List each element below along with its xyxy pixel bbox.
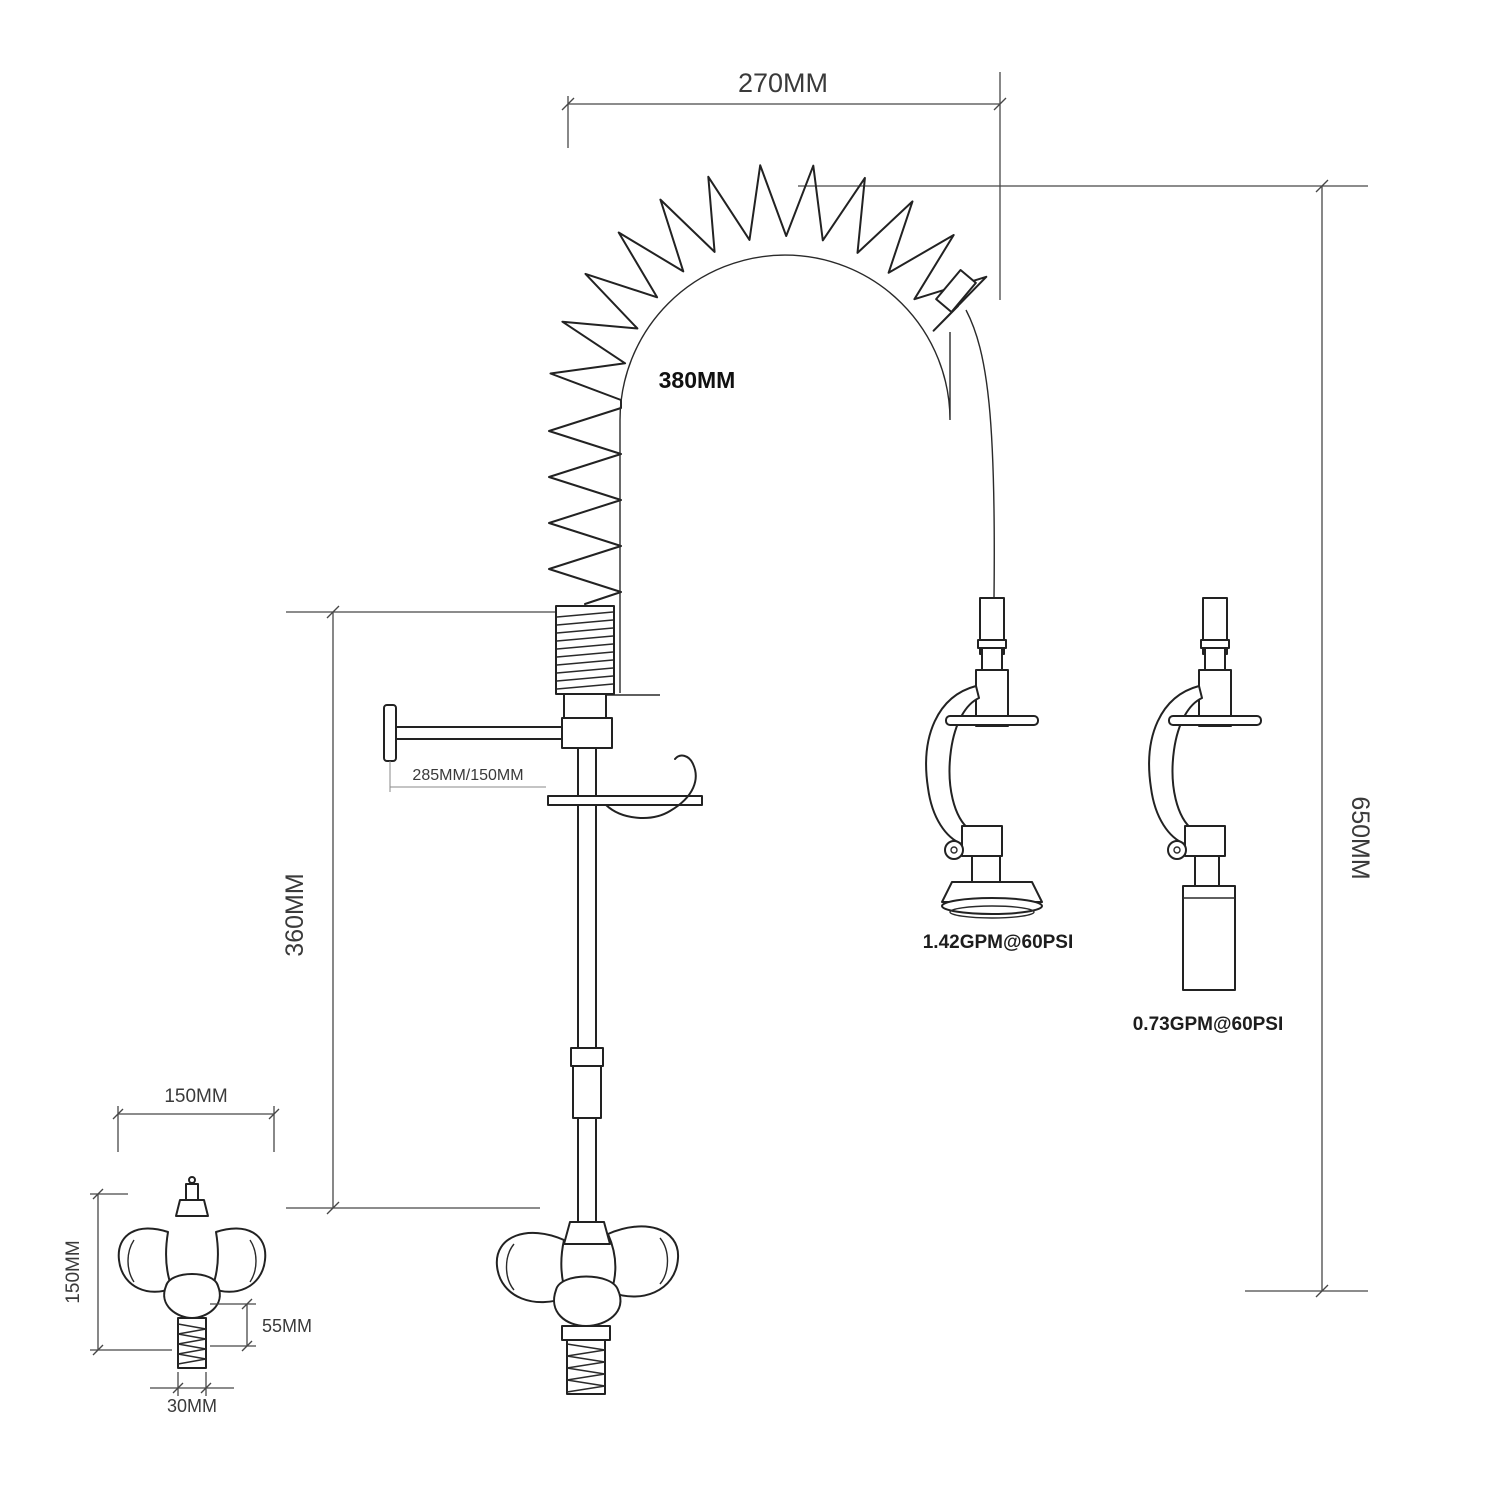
dim-55mm-label: 55MM [262, 1316, 312, 1336]
inner-hose-curve [619, 254, 951, 693]
base-dome [553, 1275, 622, 1327]
hose-end-fitting [935, 269, 977, 313]
detail-neck [175, 1199, 209, 1217]
dim-650mm: 650MM [798, 179, 1374, 1298]
detail-right-handle [211, 1227, 267, 1293]
base-neck [563, 1221, 611, 1245]
hook-curve [605, 754, 697, 819]
dim-150mm-width-label: 150MM [164, 1086, 227, 1107]
dim-270mm: 270MM [561, 68, 1007, 300]
spray-head-flow-label: 1.42GPM@60PSI [923, 932, 1074, 953]
nozzle-flow-label: 0.73GPM@60PSI [1133, 1014, 1284, 1035]
dim-30mm: 30MM [150, 1372, 234, 1416]
dim-150mm-height: 150MM [63, 1188, 172, 1356]
spray-head-hook [547, 754, 703, 819]
squeeze-lever [1148, 685, 1203, 845]
dim-55mm: 55MM [210, 1298, 312, 1352]
wall-bracket-arm: 285MM/150MM [383, 704, 613, 792]
spray-face-cone [941, 881, 1043, 903]
riser-union-body [572, 1065, 602, 1119]
cross-fitting [561, 717, 613, 749]
base-hex-nut [561, 1325, 611, 1341]
spring-hose: 380MM [548, 164, 995, 696]
nozzle-valve-detail: 0.73GPM@60PSI [1133, 597, 1284, 1035]
right-handle [607, 1225, 680, 1298]
nozzle-cylinder [1182, 885, 1236, 991]
detail-spout-tip [185, 1183, 199, 1201]
detail-left-handle [117, 1227, 173, 1293]
faucet-base [495, 1221, 680, 1395]
riser-pipe [570, 747, 604, 1223]
dim-150mm-height-label: 150MM [63, 1240, 84, 1303]
guard-ring [945, 715, 1039, 726]
elbow [1184, 825, 1226, 857]
dim-360mm-label: 360MM [281, 873, 309, 956]
wall-flange [383, 704, 397, 762]
dim-30mm-label: 30MM [167, 1396, 217, 1416]
dim-bracket-label: 285MM/150MM [412, 767, 523, 784]
spray-head-detail: 1.42GPM@60PSI [923, 597, 1074, 953]
hose-to-spray-head [965, 309, 995, 599]
guard-ring [1168, 715, 1262, 726]
coil-lower-fitting [563, 693, 607, 719]
dim-380mm-label: 380MM [659, 367, 736, 393]
spring-base-coil [555, 605, 615, 719]
dim-360mm: 360MM [281, 605, 556, 1215]
dim-650mm-label: 650MM [1346, 796, 1374, 879]
detail-view: 150MM 150MM 55MM 30MM [63, 1086, 312, 1416]
squeeze-lever [925, 685, 980, 845]
riser-union-nut [570, 1047, 604, 1067]
left-handle [495, 1231, 568, 1304]
dim-270mm-label: 270MM [738, 68, 828, 98]
detail-dome [163, 1273, 221, 1319]
elbow [961, 825, 1003, 857]
hook-bar [547, 795, 703, 806]
dim-150mm-width: 150MM [112, 1086, 280, 1152]
